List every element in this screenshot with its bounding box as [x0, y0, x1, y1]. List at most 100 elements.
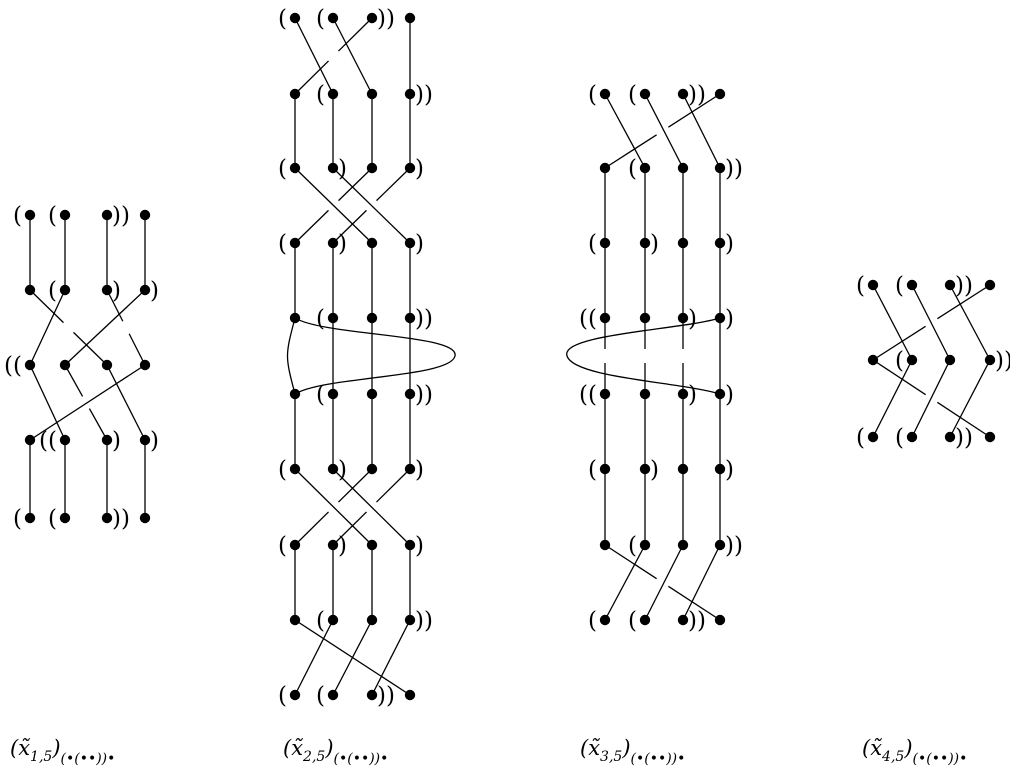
node-dot	[639, 237, 651, 249]
node-dot	[366, 614, 378, 626]
strand	[294, 167, 373, 244]
strand	[911, 284, 951, 361]
strand	[338, 468, 373, 503]
node-dot	[289, 312, 301, 324]
node-dot	[24, 284, 36, 296]
parenthesis-label: ((	[39, 428, 57, 454]
node-dot	[404, 689, 416, 701]
node-dot	[327, 88, 339, 100]
parenthesis-label: ))	[377, 683, 395, 709]
parenthesis-label: ))	[955, 425, 973, 451]
twist-loop	[566, 317, 721, 395]
parenthesis-label: (	[13, 506, 22, 532]
braid-diagram-x45: (())())(())(x̃4,5)(•(••))•	[856, 273, 1010, 767]
strand	[338, 17, 373, 52]
parenthesis-label: (	[316, 382, 325, 408]
strand	[604, 93, 646, 169]
node-dot	[289, 388, 301, 400]
node-dot	[289, 237, 301, 249]
strand	[937, 284, 991, 320]
node-dot	[599, 539, 611, 551]
node-dot	[289, 12, 301, 24]
node-dot	[327, 388, 339, 400]
parenthesis-label: ))	[725, 156, 743, 182]
node-dot	[944, 431, 956, 443]
parenthesis-label: ))	[415, 608, 433, 634]
node-dot	[639, 162, 651, 174]
node-dot	[599, 463, 611, 475]
node-dot	[944, 354, 956, 366]
strand	[936, 401, 991, 438]
node-dot	[639, 88, 651, 100]
parenthesis-label: (	[278, 156, 287, 182]
node-dot	[139, 209, 151, 221]
strand	[604, 544, 657, 580]
node-dot	[599, 388, 611, 400]
parenthesis-label: (	[278, 6, 287, 32]
node-dot	[677, 162, 689, 174]
strand	[604, 544, 646, 621]
node-dot	[867, 354, 879, 366]
node-dot	[639, 463, 651, 475]
twist-loop	[294, 317, 456, 395]
node-dot	[59, 512, 71, 524]
node-dot	[404, 162, 416, 174]
node-dot	[101, 209, 113, 221]
parenthesis-label: (	[278, 533, 287, 559]
node-dot	[24, 359, 36, 371]
strand	[294, 468, 373, 546]
parenthesis-label: ))	[995, 348, 1010, 374]
parenthesis-label: ))	[112, 506, 130, 532]
strand	[73, 331, 108, 366]
strand	[376, 167, 411, 202]
parenthesis-label: (	[316, 306, 325, 332]
node-dot	[867, 279, 879, 291]
node-dot	[24, 209, 36, 221]
strand	[911, 359, 951, 438]
diagrams-layer: (())())(((())(())(x̃1,5)(•(••))•(())())(…	[4, 6, 1010, 767]
braid-diagram-x25: (())())())())())())())())())(())(x̃2,5)(…	[278, 6, 456, 767]
parenthesis-label: )	[650, 457, 659, 483]
node-dot	[677, 388, 689, 400]
node-dot	[366, 539, 378, 551]
twist-loop	[286, 317, 296, 395]
node-dot	[599, 312, 611, 324]
strand	[294, 511, 329, 546]
strand	[338, 167, 373, 202]
node-dot	[101, 284, 113, 296]
node-dot	[639, 614, 651, 626]
node-dot	[714, 88, 726, 100]
strand	[64, 289, 146, 366]
node-dot	[366, 88, 378, 100]
strand	[949, 284, 991, 361]
parenthesis-label: ))	[377, 6, 395, 32]
node-dot	[714, 237, 726, 249]
parenthesis-label: )	[725, 457, 734, 483]
parenthesis-label: )	[725, 306, 734, 332]
strand	[106, 364, 146, 441]
diagram-caption: (x̃2,5)(•(••))•	[283, 736, 388, 767]
node-dot	[59, 209, 71, 221]
strand	[371, 619, 411, 696]
node-dot	[59, 434, 71, 446]
strand	[29, 364, 66, 441]
parenthesis-label: )	[415, 457, 424, 483]
parenthesis-label: )	[338, 156, 347, 182]
node-dot	[404, 388, 416, 400]
node-dot	[404, 237, 416, 249]
parenthesis-label: (	[628, 82, 637, 108]
node-dot	[677, 539, 689, 551]
parenthesis-label: )	[150, 428, 159, 454]
node-dot	[677, 88, 689, 100]
node-dot	[327, 312, 339, 324]
parenthesis-label: ((	[4, 353, 22, 379]
parenthesis-label: )	[725, 231, 734, 257]
node-dot	[944, 279, 956, 291]
diagram-caption: (x̃3,5)(•(••))•	[580, 736, 685, 767]
node-dot	[599, 237, 611, 249]
node-dot	[714, 539, 726, 551]
parenthesis-label: )	[112, 278, 121, 304]
node-dot	[327, 614, 339, 626]
node-dot	[366, 463, 378, 475]
node-dot	[677, 614, 689, 626]
